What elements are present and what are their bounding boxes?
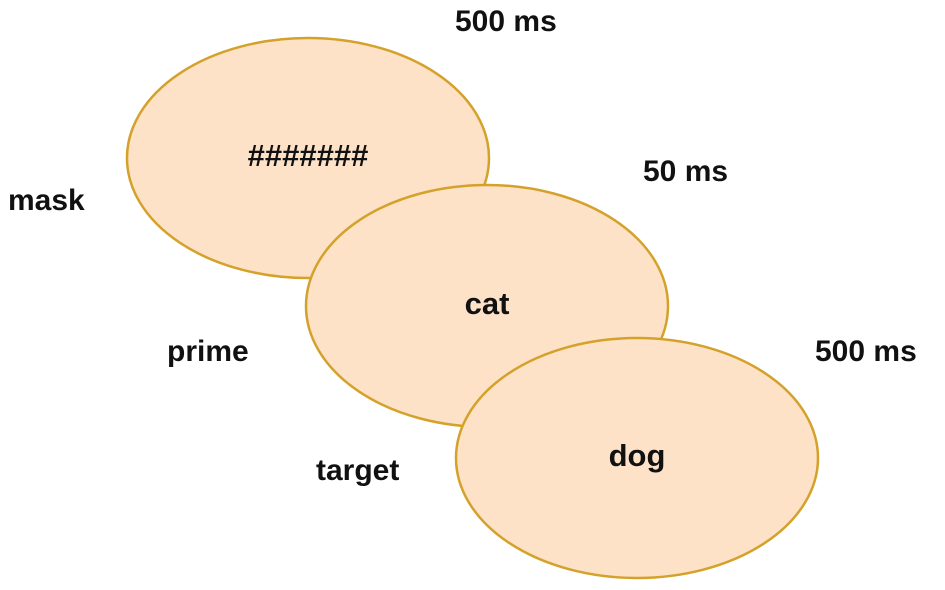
target-label: target bbox=[316, 454, 400, 487]
mask-label: mask bbox=[8, 184, 85, 217]
mask-stimulus: ####### bbox=[248, 138, 369, 173]
prime-label: prime bbox=[167, 335, 249, 368]
prime-stimulus: cat bbox=[465, 286, 510, 321]
target-ellipse bbox=[454, 336, 820, 580]
prime-duration: 50 ms bbox=[643, 155, 729, 188]
target-frame: dog bbox=[454, 336, 820, 580]
target-duration: 500 ms bbox=[815, 335, 917, 368]
mask-duration: 500 ms bbox=[455, 5, 557, 38]
target-stimulus: dog bbox=[609, 438, 666, 473]
